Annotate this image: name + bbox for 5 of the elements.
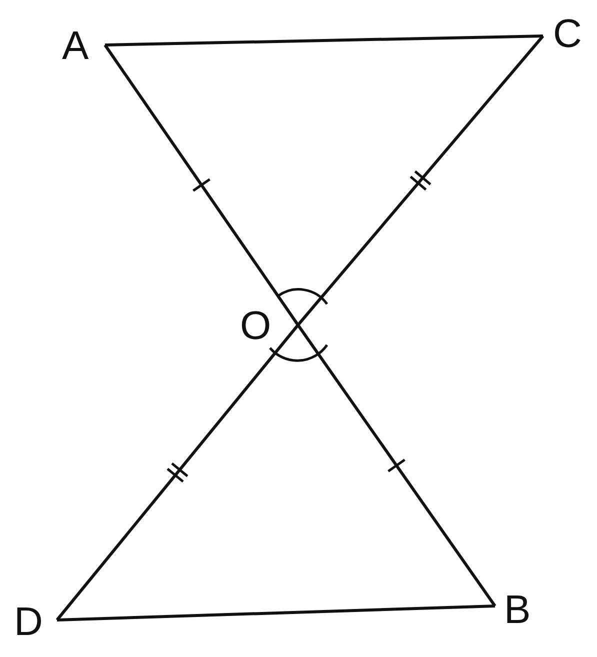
point-label: D <box>14 602 43 642</box>
point-label: B <box>504 590 531 630</box>
point-label: C <box>553 14 582 54</box>
point-label: O <box>240 306 272 346</box>
point-label: A <box>62 26 89 66</box>
